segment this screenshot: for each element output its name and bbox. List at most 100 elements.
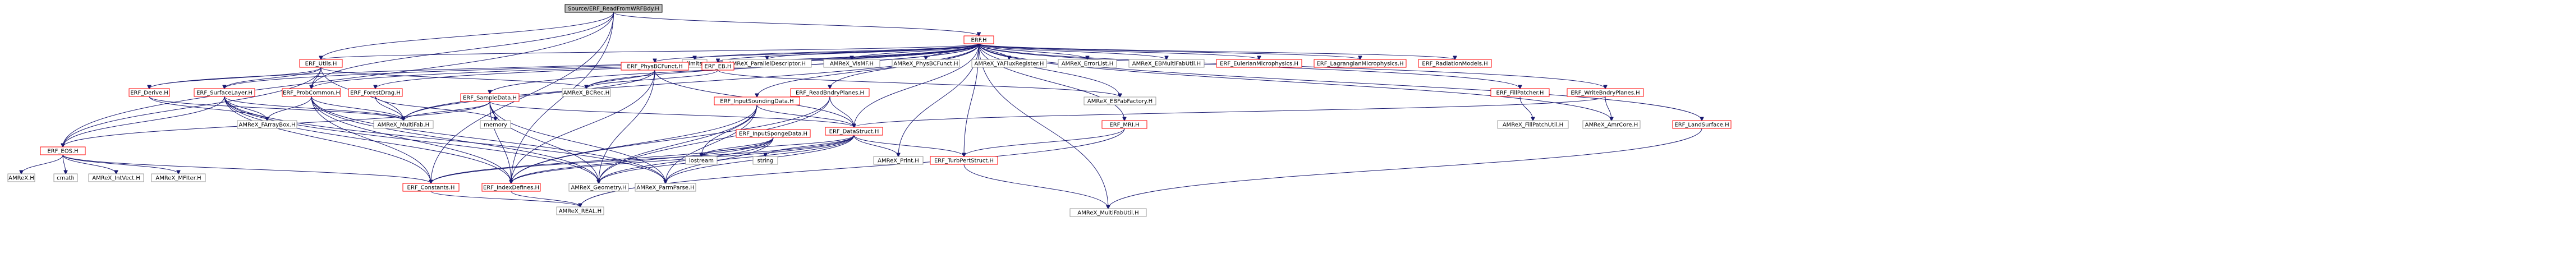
edge-utils-to-bcrec [320, 67, 586, 89]
node-label: Source/ERF_ReadFromWRFBdy.H [568, 6, 659, 12]
edge-surfacelayer-to-geometry [224, 96, 599, 183]
edge-fillpatcher-to-fillpatchutil [1519, 96, 1533, 121]
node-datastruct[interactable]: ERF_DataStruct.H [825, 127, 883, 136]
node-label: ERF_LagrangianMicrophysics.H [1316, 61, 1403, 67]
node-forestdrag[interactable]: ERF_ForestDrag.H [348, 88, 403, 97]
node-box [53, 173, 78, 182]
node-readbndry[interactable]: ERF_ReadBndryPlanes.H [790, 88, 870, 97]
node-root[interactable]: Source/ERF_ReadFromWRFBdy.H [564, 4, 663, 13]
node-label: ERF_Constants.H [407, 185, 455, 191]
edge-erf-to-erfphysbc [655, 43, 979, 62]
node-label: AMReX_REAL.H [559, 209, 601, 215]
node-inputsounding[interactable]: ERF_InputSoundingData.H [714, 96, 800, 105]
edge-probcommon-to-parmparse [311, 96, 665, 183]
node-eulerian[interactable]: ERF_EulerianMicrophysics.H [1216, 59, 1302, 68]
node-label: ERF_ReadBndryPlanes.H [796, 90, 864, 96]
node-indexdefines[interactable]: ERF_IndexDefines.H [481, 183, 541, 192]
edge-root-to-probcommon [311, 12, 614, 89]
node-label: ERF_DataStruct.H [829, 129, 879, 135]
node-box [1497, 120, 1569, 129]
edge-inputsounding-to-geometry [599, 104, 757, 183]
node-label: AMReX_ParallelDescriptor.H [728, 61, 806, 67]
edge-mrl-to-turbpert [964, 128, 1125, 156]
edge-root-to-constants [431, 12, 614, 183]
node-lagrangian[interactable]: ERF_LagrangianMicrophysics.H [1314, 59, 1407, 68]
node-amrex: AMReX.H [7, 173, 35, 182]
node-sampledata[interactable]: ERF_SampleData.H [460, 93, 520, 102]
node-label: limits [687, 61, 702, 67]
node-cmath: cmath [53, 173, 78, 182]
node-box [481, 183, 541, 192]
edge-erfeb-to-bcrec [586, 70, 718, 89]
node-fillpatcher[interactable]: ERF_FillPatcher.H [1490, 88, 1550, 97]
node-label: string [757, 158, 774, 164]
edge-utils-to-surfacelayer [224, 67, 322, 89]
node-surfacelayer[interactable]: ERF_SurfaceLayer.H [194, 88, 255, 97]
node-label: memory [484, 122, 507, 128]
node-memory: memory [480, 120, 511, 129]
node-box [1058, 59, 1117, 68]
edge-erf-to-lagrangian [979, 43, 1361, 59]
node-farraybox: AMReX_FArrayBox.H [237, 120, 297, 129]
node-multifab: AMReX_MultiFab.H [373, 120, 434, 129]
node-derive[interactable]: ERF_Derive.H [128, 88, 170, 97]
node-label: ERF_WriteBndryPlanes.H [1571, 90, 1640, 96]
node-label: AMReX_ParmParse.H [636, 185, 694, 191]
node-print: AMReX_Print.H [873, 156, 924, 165]
node-box [1582, 120, 1641, 129]
node-box [714, 96, 800, 105]
edge-erfphysbc-to-geometry [599, 70, 655, 183]
edge-landsurface-to-multifabutil [1108, 128, 1702, 209]
node-erf[interactable]: ERF.H [963, 35, 994, 44]
edge-utils-to-derive [149, 67, 322, 89]
edge-inputsponge-to-indexdefines [511, 137, 774, 183]
node-box [971, 59, 1047, 68]
edge-inputsounding-to-iostream [701, 104, 757, 156]
node-parmparse: AMReX_ParmParse.H [635, 183, 696, 192]
edge-sampledata-to-datastruct [489, 101, 854, 127]
edge-datastruct-to-print [853, 135, 898, 156]
node-bcrec: AMReX_BCRec.H [562, 88, 611, 97]
node-turbpert[interactable]: ERF_TurbPertStruct.H [930, 156, 998, 165]
node-label: ERF_ProbCommon.H [283, 90, 340, 96]
node-label: ERF_InputSoundingData.H [720, 99, 793, 105]
edge-indexdefines-to-real [511, 191, 580, 207]
node-mrl[interactable]: ERF_MRI.H [1101, 120, 1147, 129]
edge-root-to-indexdefines [511, 12, 614, 183]
node-constants[interactable]: ERF_Constants.H [402, 183, 460, 192]
node-radiation[interactable]: ERF_RadiationModels.H [1418, 59, 1492, 68]
node-box [373, 120, 434, 129]
edge-datastruct-to-indexdefines [511, 135, 855, 183]
node-probcommon[interactable]: ERF_ProbCommon.H [282, 88, 341, 97]
edge-erf-to-utils [321, 43, 979, 59]
node-box [480, 120, 511, 129]
edge-inputsounding-to-parmparse [665, 104, 757, 183]
node-eos[interactable]: ERF_EOS.H [40, 146, 86, 155]
edge-utils-to-eos [63, 67, 322, 147]
node-box [1069, 208, 1147, 217]
edge-sampledata-to-indexdefines [489, 101, 511, 183]
edge-erfphysbc-to-bcrec [586, 70, 655, 89]
node-label: AMReX_Print.H [878, 158, 919, 164]
node-erfphysbc[interactable]: ERF_PhysBCFunct.H [621, 62, 689, 71]
edge-readbndry-to-datastruct [829, 96, 854, 127]
edge-constants-to-real [430, 191, 580, 207]
node-label: AMReX_FillPatchUtil.H [1503, 122, 1563, 128]
node-box [402, 183, 460, 192]
node-inputsponge[interactable]: ERF_InputSpongeData.H [736, 129, 811, 138]
edge-datastruct-to-turbpert [853, 135, 964, 156]
node-label: ERF_MRI.H [1109, 122, 1139, 128]
edge-surfacelayer-to-multifab [224, 96, 403, 121]
node-box [873, 156, 924, 165]
edge-surfacelayer-to-indexdefines [224, 96, 511, 183]
node-label: ERF_TurbPertStruct.H [934, 158, 994, 164]
node-label: ERF_PhysBCFunct.H [627, 64, 682, 70]
node-erfeb[interactable]: ERF_EB.H [701, 62, 734, 71]
node-box [635, 183, 696, 192]
node-box [299, 59, 343, 68]
node-label: AMReX_MFIter.H [155, 176, 201, 182]
node-writebndry[interactable]: ERF_WriteBndryPlanes.H [1567, 88, 1644, 97]
node-box [1418, 59, 1492, 68]
node-utils[interactable]: ERF_Utils.H [299, 59, 343, 68]
node-landsurface[interactable]: ERF_LandSurface.H [1672, 120, 1732, 129]
